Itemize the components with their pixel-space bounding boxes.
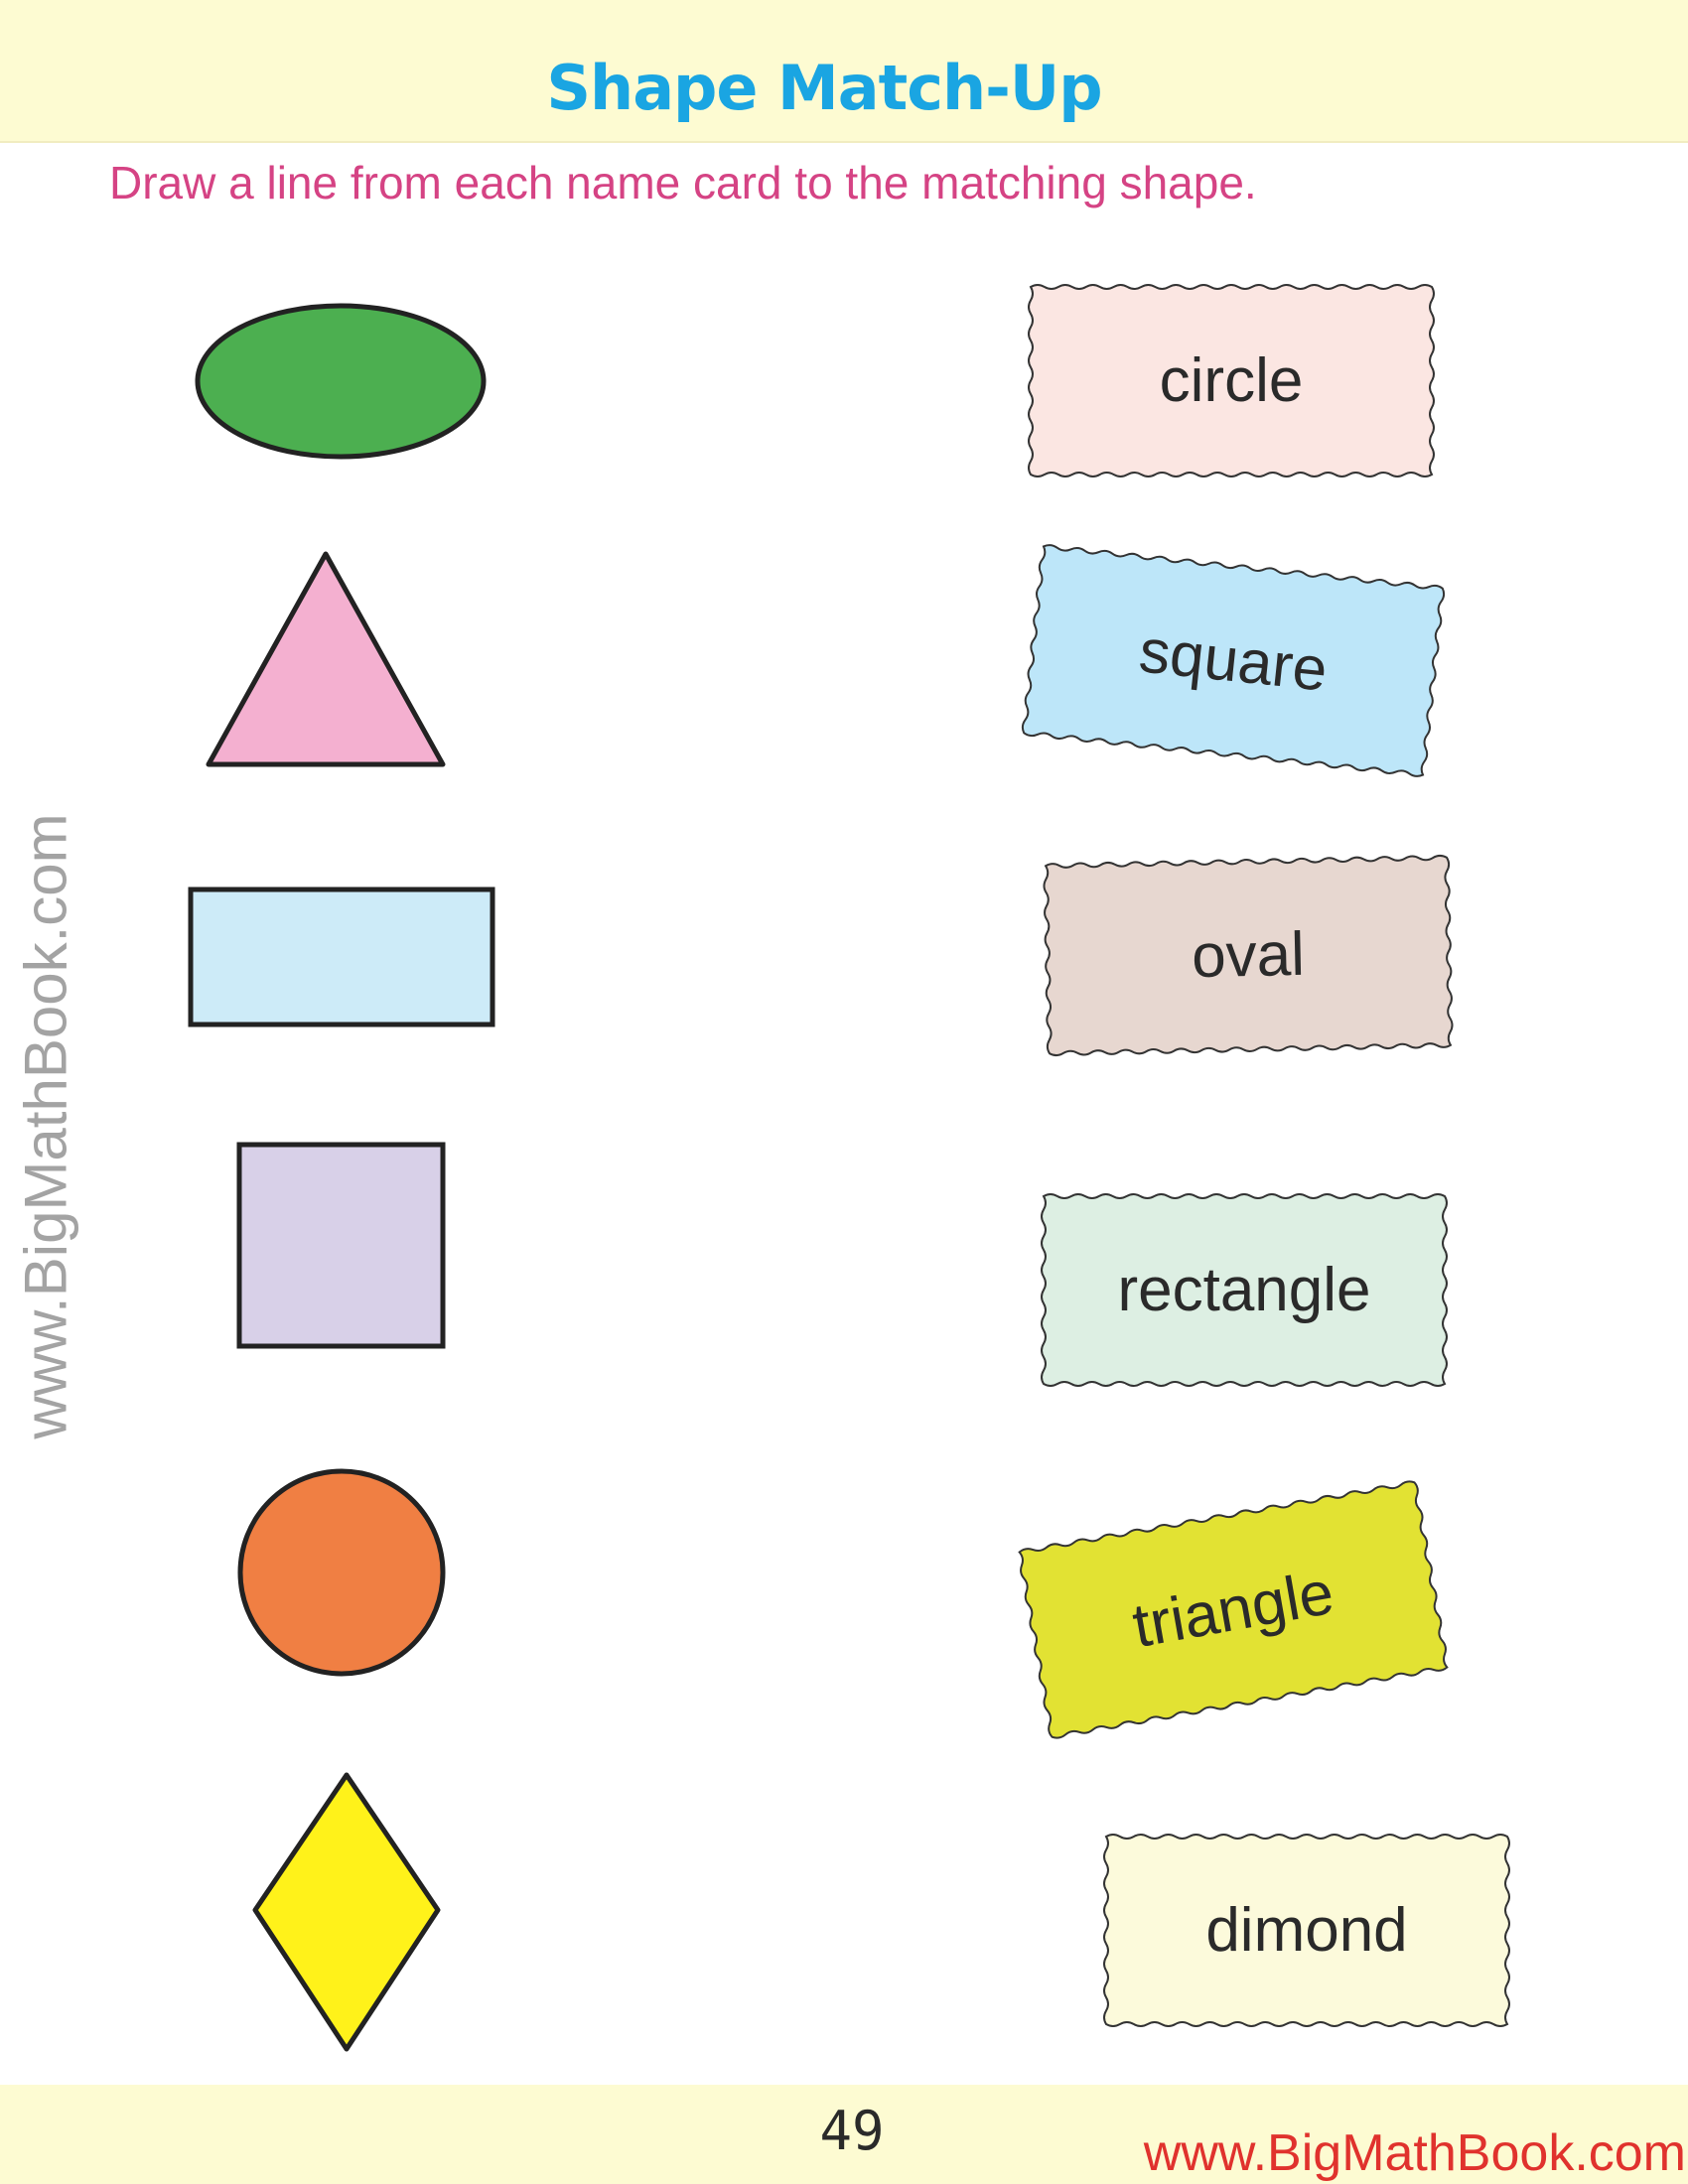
name-card-rectangle[interactable]: rectangle	[1036, 1188, 1453, 1392]
diamond-shape[interactable]	[252, 1772, 441, 2052]
card-wavy-border	[1021, 544, 1446, 777]
card-label: rectangle	[1117, 1256, 1371, 1324]
instruction-text: Draw a line from each name card to the m…	[109, 157, 1257, 208]
name-card-square[interactable]: square	[1015, 538, 1451, 784]
card-label: dimond	[1205, 1896, 1408, 1965]
circle-shape[interactable]	[237, 1468, 446, 1677]
card-wavy-border	[1041, 1193, 1448, 1387]
name-card-triangle[interactable]: triangle	[1010, 1473, 1456, 1746]
page-title: Shape Match-Up	[546, 52, 1102, 124]
card-wavy-border	[1028, 284, 1435, 478]
square-shape[interactable]	[236, 1142, 446, 1349]
name-card-oval[interactable]: oval	[1038, 850, 1459, 1062]
rectangle-shape[interactable]	[188, 887, 495, 1027]
page-number: 49	[819, 2100, 885, 2162]
header-band	[0, 0, 1688, 143]
footer-url: www.BigMathBook.com	[1143, 2124, 1686, 2182]
name-card-dimond[interactable]: dimond	[1098, 1829, 1515, 2032]
footer-band	[0, 2085, 1688, 2184]
name-card-circle[interactable]: circle	[1023, 279, 1440, 482]
card-label: circle	[1159, 346, 1304, 415]
card-label: oval	[1191, 919, 1306, 992]
card-wavy-border	[1103, 1834, 1510, 2027]
card-label: square	[1136, 616, 1331, 705]
triangle-shape[interactable]	[206, 551, 446, 767]
card-wavy-border	[1018, 1480, 1449, 1739]
oval-shape[interactable]	[195, 303, 487, 460]
card-wavy-border	[1043, 854, 1454, 1057]
